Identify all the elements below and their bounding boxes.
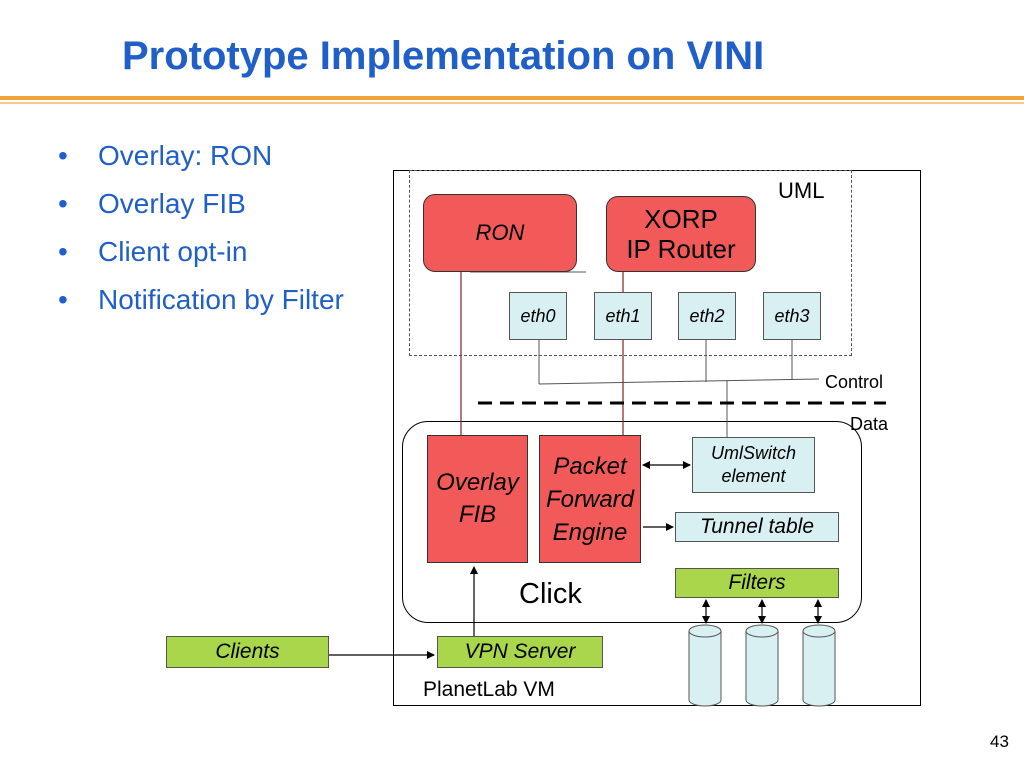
xorp-router-box: XORP IP Router [606, 196, 756, 272]
planetlab-vm-label: PlanetLab VM [423, 678, 555, 701]
page-number: 43 [990, 732, 1009, 751]
bullet-marker: • [58, 284, 68, 315]
pfe-label-1: Packet [553, 452, 627, 480]
bullet-text: Client opt-in [98, 236, 248, 267]
bullet-item: • Client opt-in [58, 228, 344, 276]
tunnel-table-box: Tunnel table [675, 512, 839, 542]
uml-label: UML [778, 178, 825, 203]
pfe-label-2: Forward [545, 485, 635, 513]
eth3-interface: eth3 [763, 292, 821, 340]
eth0-interface: eth0 [509, 292, 567, 340]
filters-box: Filters [675, 568, 839, 598]
xorp-label: XORP [644, 204, 718, 234]
bullet-marker: • [58, 188, 68, 219]
ron-box: RON [423, 194, 577, 272]
vpn-server-box: VPN Server [437, 636, 603, 668]
uml-frame [409, 170, 852, 356]
bullet-item: • Notification by Filter [58, 276, 344, 324]
click-frame [402, 421, 862, 623]
bullet-list: • Overlay: RON • Overlay FIB • Client opt-i… [58, 132, 344, 324]
packet-forward-engine-box: Packet Forward Engine [539, 435, 641, 563]
bullet-item: • Overlay: RON [58, 132, 344, 180]
title-underline [0, 96, 1024, 100]
title-underline-thin [0, 102, 1024, 104]
umlswitch-label-1: UmlSwitch [710, 443, 796, 463]
bullet-marker: • [58, 236, 68, 267]
click-label: Click [519, 578, 582, 610]
overlay-fib-box: Overlay FIB [427, 435, 528, 563]
control-label: Control [825, 372, 884, 392]
slide-title: Prototype Implementation on VINI [122, 34, 765, 78]
bullet-marker: • [58, 140, 68, 171]
bullet-text: Overlay: RON [98, 140, 273, 171]
overlay-fib-label-2: FIB [458, 501, 497, 528]
umlswitch-element-box: UmlSwitch element [692, 437, 815, 493]
bullet-text: Overlay FIB [98, 188, 246, 219]
eth1-interface: eth1 [594, 292, 652, 340]
clients-box: Clients [166, 636, 329, 668]
eth2-interface: eth2 [678, 292, 736, 340]
bullet-text: Notification by Filter [98, 284, 344, 315]
ron-label: RON [475, 220, 525, 245]
pfe-label-3: Engine [552, 518, 628, 546]
bullet-item: • Overlay FIB [58, 180, 344, 228]
overlay-fib-label-1: Overlay [436, 469, 519, 496]
data-label: Data [850, 414, 889, 434]
umlswitch-label-2: element [721, 466, 786, 486]
ip-router-label: IP Router [626, 234, 736, 264]
